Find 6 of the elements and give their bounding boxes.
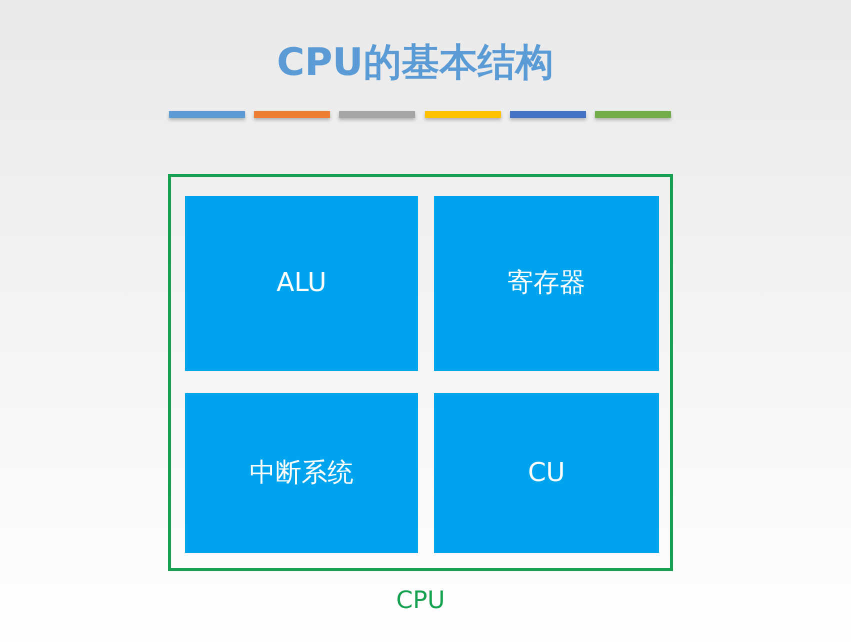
component-box: 寄存器 — [434, 196, 659, 371]
component-box: CU — [434, 393, 659, 553]
title: CPU的基本结构 — [276, 39, 554, 86]
component-box: ALU — [185, 196, 418, 371]
frame-label: CPU — [396, 588, 445, 612]
component-box: 中断系统 — [185, 393, 418, 553]
